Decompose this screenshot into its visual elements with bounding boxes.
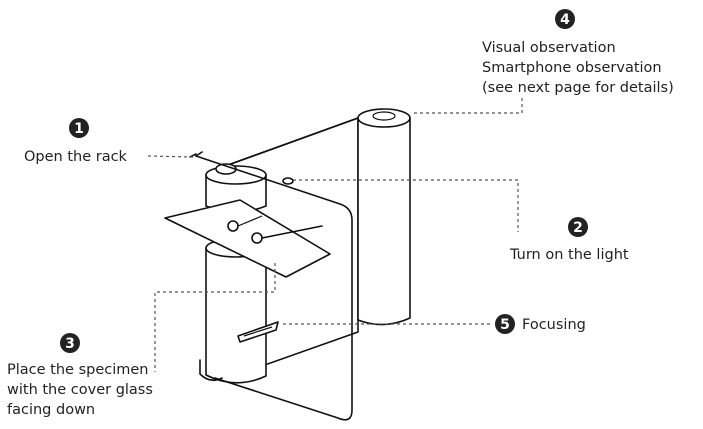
- slide-clip-right: [251, 232, 263, 244]
- eyepiece-lens-icon: [372, 111, 396, 121]
- leader-step4: [414, 95, 523, 114]
- step-4-number: 4: [560, 12, 570, 28]
- step-3-label-line-1: Place the specimen: [7, 362, 148, 378]
- step-3-label-line-3: facing down: [7, 402, 95, 418]
- callout-turn-on-light: 2 Turn on the light: [509, 217, 629, 263]
- callout-open-rack: 1 Open the rack: [24, 118, 128, 165]
- callout-focusing: 5 Focusing: [495, 314, 586, 334]
- callout-place-specimen: 3 Place the specimen with the cover glas…: [7, 333, 153, 418]
- leader-step1: [147, 155, 194, 158]
- device-right-cylinder: [357, 117, 411, 326]
- step-1-number: 1: [74, 121, 84, 137]
- step-4-label-line-1: Visual observation: [482, 40, 616, 56]
- step-4-label-line-3: (see next page for details): [482, 80, 674, 96]
- device-illustration: [164, 108, 411, 421]
- leader-step3: [154, 263, 276, 372]
- step-3-label-line-2: with the cover glass: [7, 382, 153, 398]
- step-4-label-line-2: Smartphone observation: [482, 60, 662, 76]
- step-4-marker: [555, 9, 575, 29]
- step-5-number: 5: [500, 317, 510, 333]
- step-1-marker: [69, 118, 89, 138]
- step-3-marker: [60, 333, 80, 353]
- step-2-label: Turn on the light: [509, 247, 629, 263]
- step-2-number: 2: [573, 220, 583, 236]
- specimen-stage: [164, 199, 331, 278]
- rack-frame: [195, 155, 353, 421]
- step-3-number: 3: [65, 336, 75, 352]
- slide-clip-left: [227, 220, 239, 232]
- callout-observation: 4 Visual observation Smartphone observat…: [482, 9, 674, 96]
- leader-lines: [147, 95, 523, 372]
- lower-body: [205, 247, 267, 384]
- step-5-label: Focusing: [522, 317, 586, 333]
- step-2-marker: [568, 217, 588, 237]
- step-5-marker: [495, 314, 515, 334]
- leader-step2: [293, 179, 519, 232]
- step-1-label: Open the rack: [24, 149, 128, 165]
